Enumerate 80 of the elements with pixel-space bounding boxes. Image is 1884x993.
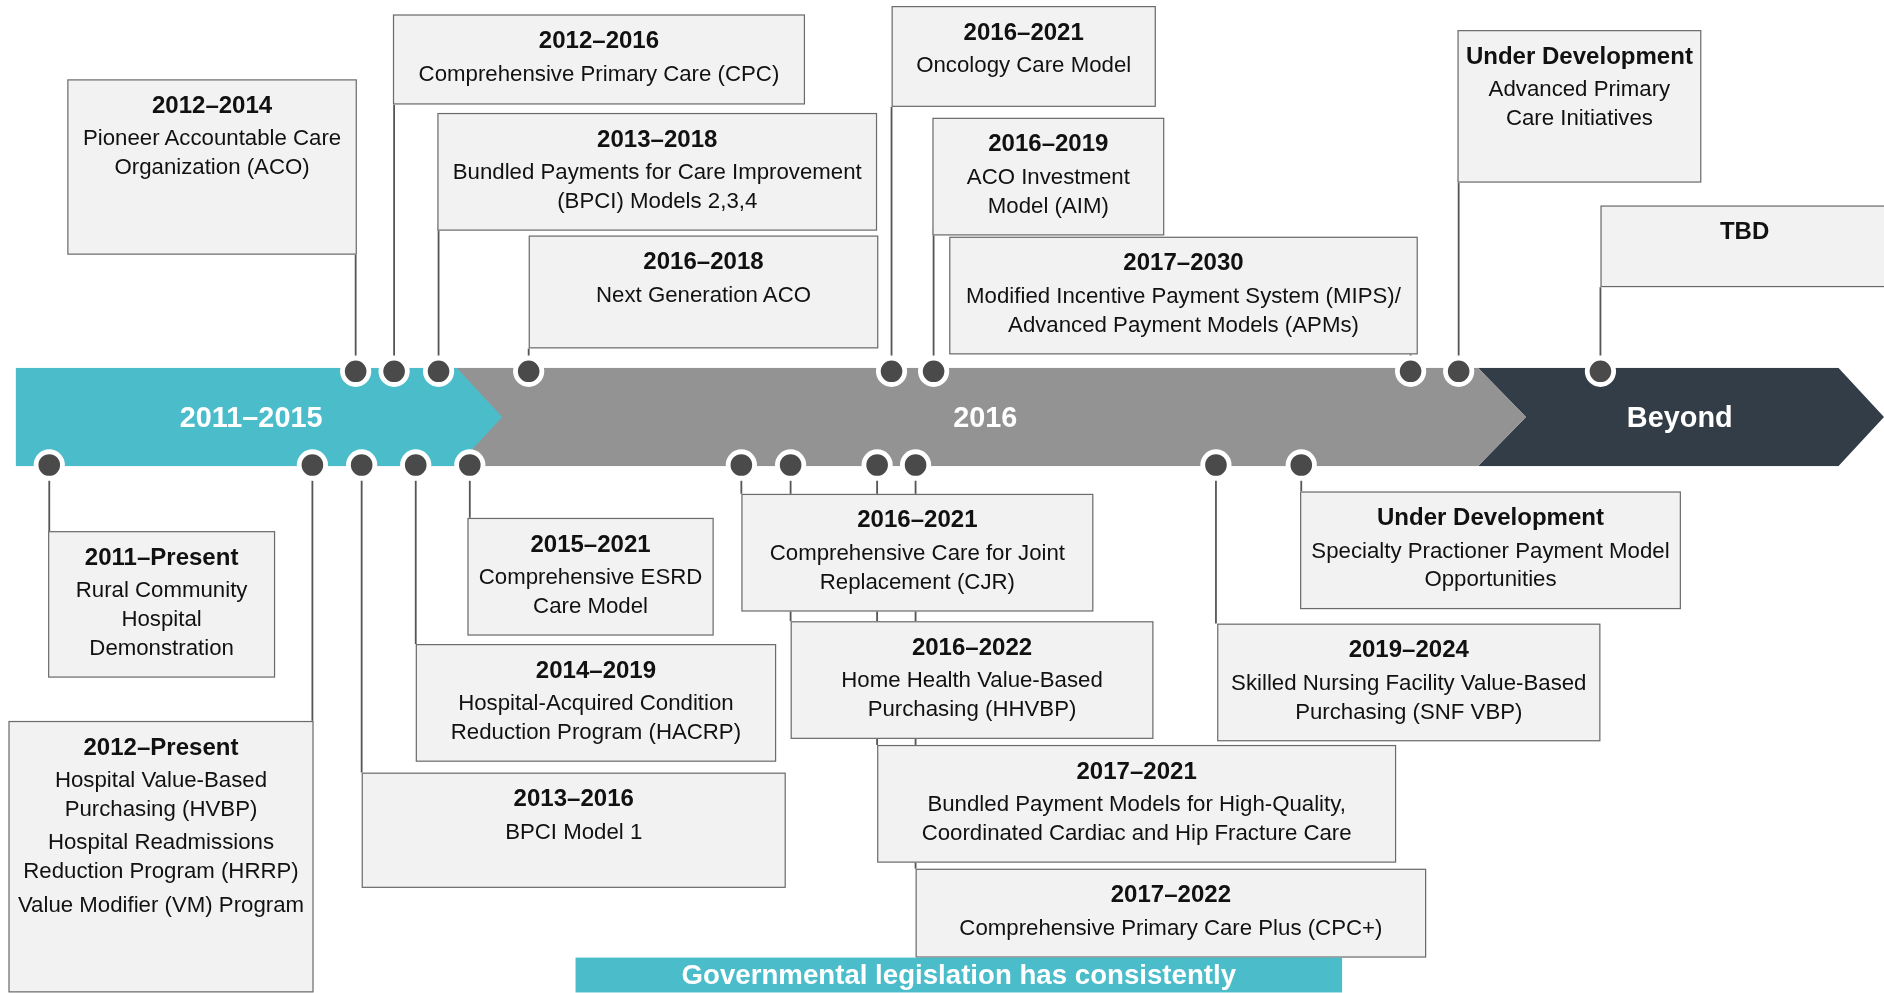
program-box: [741, 493, 1094, 612]
program-name: Value Modifier (VM) Program: [16, 890, 306, 919]
program-name: Oncology Care Model: [915, 50, 1133, 79]
program-box: [8, 720, 314, 993]
leader-line: [1599, 286, 1602, 357]
date-heading: 2016–2021: [856, 504, 979, 534]
program-name: Comprehensive ESRD Care Model: [477, 562, 704, 620]
leader-line: [890, 106, 893, 357]
program-name: ACO Investment Model (AIM): [965, 162, 1131, 220]
date-heading: 2017–2021: [1075, 755, 1198, 785]
program-name: Comprehensive Primary Care (CPC): [417, 59, 781, 88]
date-heading: 2012–2014: [150, 90, 274, 119]
program-box: [915, 868, 1427, 958]
program-box: [528, 235, 879, 349]
program-name: Comprehensive Primary Care Plus (CPC+): [958, 913, 1384, 942]
program-name: Specialty Practioner Payment Model Opportunities: [1310, 536, 1671, 594]
date-heading: 2017–2022: [1109, 879, 1232, 909]
date-heading: Under Development: [1465, 41, 1693, 70]
date-heading: 2016–2018: [642, 246, 765, 276]
program-name: Rural Community Hospital Demonstration: [74, 575, 249, 662]
program-name: Bundled Payment Models for High-Quality, Coordinated Cardiac and Hip Fracture Care: [920, 789, 1353, 847]
program-box: [891, 6, 1156, 107]
date-heading: 2016–2022: [910, 632, 1034, 661]
program-box: [48, 531, 276, 678]
date-heading: 2011–Present: [83, 542, 240, 571]
leader-line: [468, 479, 471, 519]
phase-label: 2016: [953, 400, 1018, 434]
program-box: [1600, 205, 1884, 288]
date-heading: 2015–2021: [529, 528, 652, 558]
program-box: [1457, 30, 1702, 183]
program-box: [467, 517, 714, 636]
leader-line: [354, 253, 357, 357]
date-heading: 2013–2018: [596, 123, 719, 153]
date-heading: 2012–2016: [537, 25, 661, 55]
leader-line: [1215, 479, 1217, 625]
leader-line: [414, 479, 417, 645]
program-box: [67, 79, 357, 255]
program-box: [877, 744, 1397, 863]
date-heading: 2016–2021: [962, 17, 1085, 46]
date-heading: Under Development: [1376, 502, 1605, 532]
phase-label: 2011–2015: [179, 400, 323, 434]
program-name: Home Health Value-Based Purchasing (HHVBP): [840, 665, 1104, 723]
program-name: Comprehensive Care for Joint Replacement (CJR): [768, 538, 1066, 596]
date-heading: TBD: [1718, 216, 1771, 246]
program-name: BPCI Model 1: [504, 817, 644, 846]
program-box: [392, 14, 806, 105]
program-name: Hospital Value-Based Purchasing (HVBP): [53, 765, 269, 823]
phase-label: Beyond: [1626, 400, 1733, 434]
program-name: Modified Incentive Payment System (MIPS)/ Advanced Payment Models (APMs): [965, 281, 1402, 339]
leader-line: [740, 479, 743, 495]
banner: [575, 957, 1343, 993]
date-heading: 2017–2030: [1122, 247, 1245, 277]
leader-line: [1300, 479, 1303, 493]
program-box: [415, 644, 777, 762]
leader-line: [48, 479, 51, 532]
program-box: [790, 621, 1154, 739]
program-box: [1300, 491, 1681, 610]
program-box: [361, 772, 786, 888]
date-heading: 2019–2024: [1347, 634, 1470, 664]
program-name: Advanced Primary Care Initiatives: [1487, 74, 1672, 132]
program-box: [437, 112, 878, 231]
program-box: [949, 236, 1418, 355]
leader-line: [1457, 181, 1460, 357]
program-name: Hospital Readmissions Reduction Program (HRRP): [22, 828, 300, 886]
leader-line: [393, 103, 395, 357]
date-heading: 2013–2016: [512, 783, 635, 813]
program-name: Hospital-Acquired Condition Reduction Program (HACRP): [449, 688, 743, 746]
leader-line: [360, 479, 363, 774]
program-name: Skilled Nursing Facility Value-Based Purchasing (SNF VBP): [1230, 668, 1588, 726]
leader-line: [527, 347, 530, 357]
program-name: Pioneer Accountable Care Organization (ACO): [81, 123, 343, 182]
date-heading: 2012–Present: [82, 731, 240, 761]
banner-text: Governmental legislation has consistently: [681, 957, 1236, 993]
program-box: [1217, 623, 1601, 742]
leader-line: [311, 479, 314, 722]
program-name: Next Generation ACO: [595, 280, 812, 309]
program-name: Bundled Payments for Care Improvement (BPCI) Models 2,3,4: [451, 157, 863, 215]
program-box: [932, 117, 1165, 236]
date-heading: 2014–2019: [534, 655, 658, 684]
date-heading: 2016–2019: [987, 128, 1110, 158]
